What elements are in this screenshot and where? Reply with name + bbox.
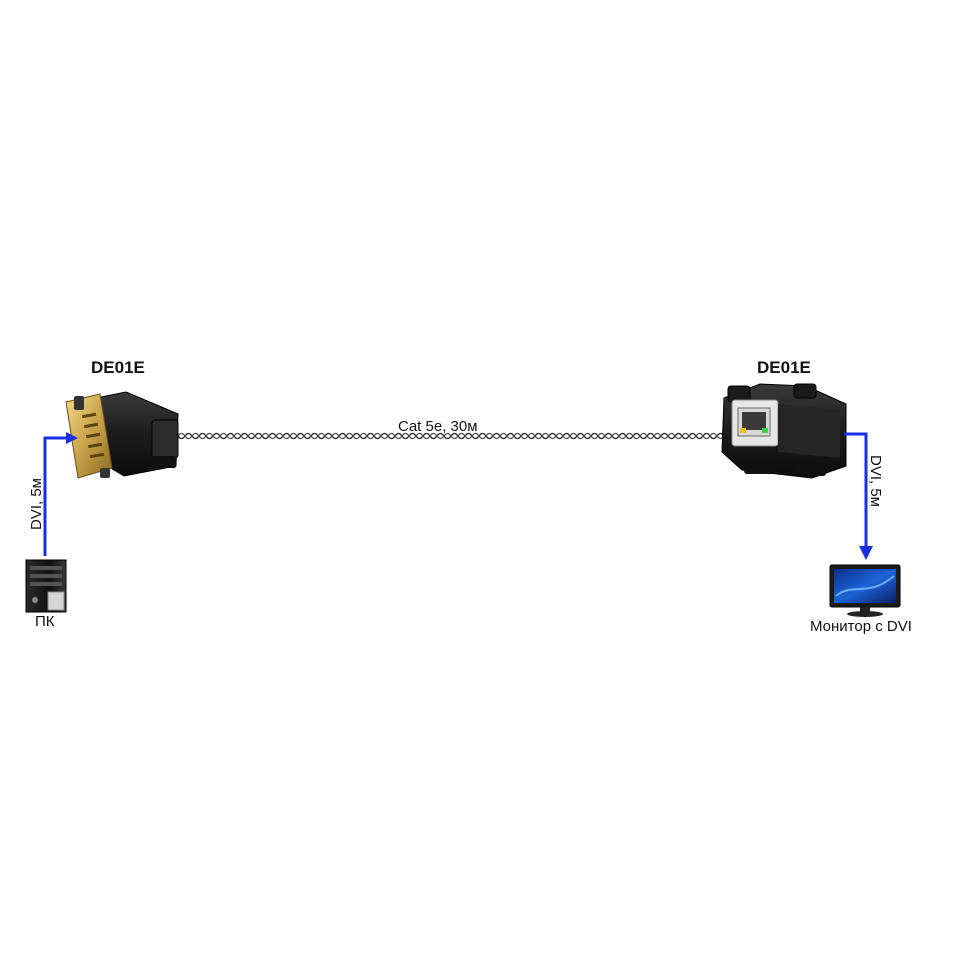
cable-wire-a [177,432,728,440]
receiver-label: DE01E [757,358,811,377]
source-cable-label: DVI, 5м [28,478,45,530]
cable-wire-b [177,432,728,440]
display-cable-label: DVI, 5м [867,455,884,507]
dvi-male-adapter-icon [65,391,179,479]
link-label: Cat 5e, 30м [398,418,478,435]
twisted-pair-cable-icon [177,432,728,440]
pc-tower-icon [25,559,67,613]
source-label: ПК [35,613,55,630]
dvi-arrow-display [844,432,873,560]
dvi-arrow-source [43,432,78,556]
display-label: Монитор с DVI [810,618,912,635]
transmitter-label: DE01E [91,358,145,377]
rj45-adapter-icon [721,383,847,479]
monitor-icon [829,564,901,617]
